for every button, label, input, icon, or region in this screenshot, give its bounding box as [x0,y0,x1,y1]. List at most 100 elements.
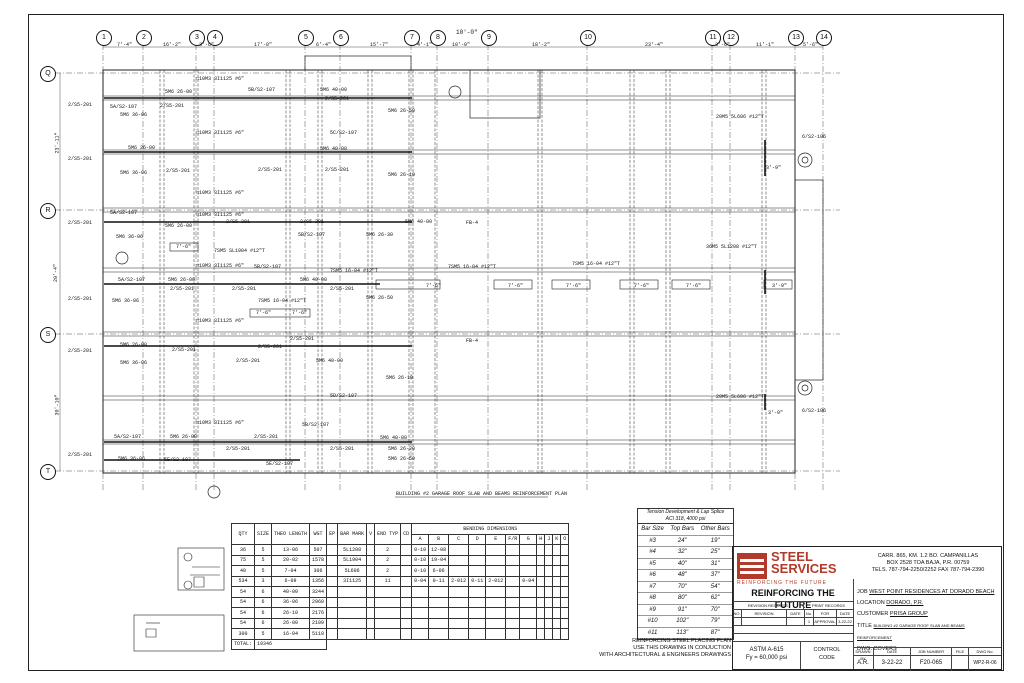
customer-value: PRISA GROUP [889,611,928,617]
lap-splice-title: Tension Development & Lap Splice ACI 318… [638,509,733,524]
bar-callout: 5M6 40-00 [316,358,344,364]
bar-callout: 5M6 26-10 [388,172,416,178]
lap-cell: 31" [697,558,733,570]
logo-mark [737,553,767,579]
schedule-cell: 12-08 [428,544,450,556]
dwg-row: DWG. COVERS [857,644,999,655]
lap-header: Top Bars [667,524,698,536]
grid-bubble-col: 4 [207,30,223,46]
schedule-cell [519,617,538,629]
grid-bubble-col: 13 [788,30,804,46]
lap-cell: 24" [667,535,698,547]
dim-label: 16'-2" [163,42,182,48]
beam-callout: 5D/S2-107 [330,393,358,399]
dim-label: 7'-6" [292,310,308,316]
lap-cell: #4 [638,546,668,559]
slab-callout: 7SM5 16-04 #12"T [572,261,621,267]
stirrup-callout: □10M3 3I1125 #6" [196,420,245,426]
beam-callout: 2/S5-201 [330,286,355,292]
overall-dim-label: 10'-0" [456,29,478,36]
schedule-cell: 13-06 [271,544,311,556]
title-label: TITLE [857,623,872,629]
drawing-notes: REINFORCING STEEL PLACING PLAN USE THIS … [596,638,731,659]
schedule-cell [400,596,413,608]
grid-bubble-row: Q [40,66,56,82]
dim-label: 7'-6" [686,283,702,289]
schedule-cell [552,596,562,608]
tagline: REINFORCING THE FUTURE [751,588,835,610]
schedule-cell: 6 [254,596,273,608]
schedule-cell [468,554,487,566]
grid-bubble-col: 1 [96,30,112,46]
bar-callout: 5M6 40-00 [405,219,433,225]
schedule-cell: 7-04 [271,565,311,577]
schedule-cell [505,575,521,587]
schedule-header: CD [400,523,413,545]
schedule-cell [468,544,487,556]
schedule-cell [468,565,487,577]
schedule-cell: 75 [230,554,256,566]
beam-callout: 2/S5-201 [258,167,283,173]
schedule-cell [519,544,538,556]
beam-callout: 2/S5-201 [300,219,325,225]
schedule-cell: 36 [230,544,256,556]
beam-callout: 2/S5-201 [226,446,251,452]
dim-label: 7'-6" [634,283,650,289]
print-date: 3-22-22 [838,619,852,624]
lap-cell: 19" [697,535,733,547]
beam-callout: 5A/S2-107 [118,277,146,283]
grid-bubble-col: 14 [816,30,832,46]
dwg-label: DWG. COVERS [857,646,897,652]
schedule-cell [374,596,402,608]
schedule-cell [536,544,546,556]
beam-callout: 5C/S2-107 [330,130,358,136]
dim-label: 20'-4" [53,263,60,283]
schedule-cell [448,586,470,598]
bar-callout: 5M6 40-00 [320,87,348,93]
lap-cell: 113" [667,627,698,639]
schedule-cell [400,617,413,629]
drawn-by: A.R. [853,656,874,671]
schedule-cell: 1356 [309,575,328,587]
company-logo: STEEL SERVICES REINFORCING THE FUTURE [735,549,853,587]
schedule-cell [485,544,507,556]
schedule-cell [519,554,538,566]
schedule-header: SIZE [254,523,273,545]
slab-callout: 7SM5 16-04 #12"T [448,264,497,270]
beam-label: FB-4 [466,338,479,344]
total-label: TOTAL: [230,638,256,650]
schedule-cell [428,607,450,619]
rev-col: FOR [814,610,837,617]
schedule-cell [468,607,487,619]
lap-cell: 79" [697,615,733,628]
dwg-no-label: DWG No. [976,649,994,654]
schedule-header: WGT [309,523,328,545]
schedule-cell [505,596,521,608]
schedule-cell: 507 [309,544,328,556]
bar-callout: 5M6 40-00 [380,435,408,441]
rev-col: REVISION [742,610,787,617]
schedule-cell: 3244 [309,586,328,598]
bar-callout: 5M6 40-00 [320,146,348,152]
schedule-cell: 0-10 [411,554,430,566]
grid-bubble-col: 10 [580,30,596,46]
schedule-cell: 3 [254,575,273,587]
dim-label: 7'-6" [256,310,272,316]
lap-cell: #8 [638,592,668,605]
stirrup-callout: □10M3 3I1125 #6" [196,76,245,82]
beam-callout: 2/S5-201 [226,219,251,225]
schedule-cell: 40 [230,565,256,577]
schedule-cell [544,575,554,587]
schedule-cell [448,596,470,608]
schedule-cell [428,617,450,629]
schedule-cell [374,586,402,598]
dim-label: 23'-4" [645,42,664,48]
beam-callout: 2/S5-201 [68,296,93,302]
schedule-cell: 6 [254,617,273,629]
schedule-cell: 6 [254,607,273,619]
beam-callout: 5A/S2-107 [110,104,138,110]
